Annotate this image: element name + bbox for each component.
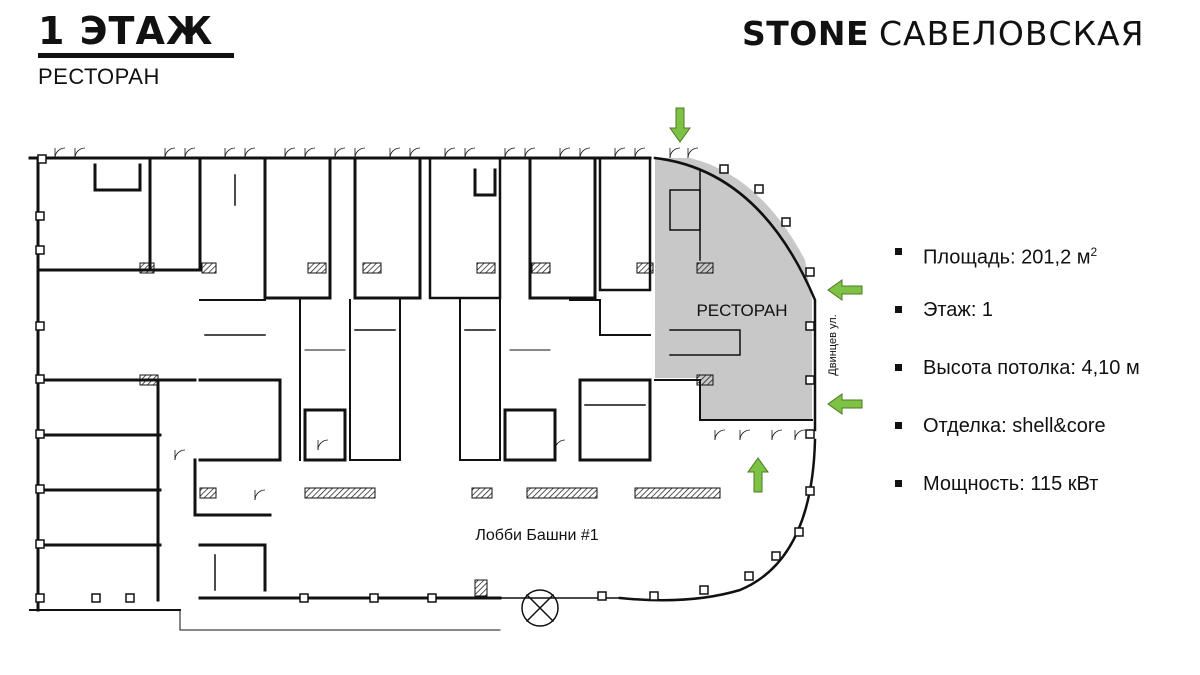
spec-finish: Отделка: shell&core [895, 412, 1140, 470]
entrance-arrow-top [669, 107, 691, 143]
spec-ceiling-height: Высота потолка: 4,10 м [895, 354, 1140, 412]
facade-mullions [35, 154, 815, 603]
lobby-label: Лобби Башни #1 [475, 527, 598, 544]
restaurant-label: РЕСТОРАН [696, 301, 787, 320]
brand-name-light: САВЕЛОВСКАЯ [879, 14, 1145, 53]
spec-finish-text: Отделка: shell&core [923, 415, 1106, 437]
spec-power-text: Мощность: 115 кВт [923, 473, 1099, 495]
spec-area-sup: 2 [1090, 245, 1098, 259]
floor-title: 1 ЭТАЖ [38, 9, 214, 53]
building-walls [28, 156, 817, 631]
bullet-icon [895, 248, 902, 255]
entrance-arrow-right-upper [827, 279, 863, 301]
entrance-arrows [669, 107, 863, 493]
entrance-arrow-bottom [747, 457, 769, 493]
spec-area-text: Площадь: 201,2 м [923, 246, 1091, 269]
spec-power: Мощность: 115 кВт [895, 470, 1140, 528]
title-underline [38, 53, 234, 58]
bullet-icon [895, 480, 902, 487]
lobby-atrium-marker [521, 589, 559, 627]
floor-subtitle: РЕСТОРАН [38, 64, 160, 89]
entrance-arrow-right-lower [827, 393, 863, 415]
spec-floor: Этаж: 1 [895, 296, 1140, 354]
bullet-icon [895, 306, 902, 313]
bullet-icon [895, 422, 902, 429]
specs-list: Площадь: 201,2 м2 Этаж: 1 Высота потолка… [895, 238, 1140, 528]
spec-floor-text: Этаж: 1 [923, 299, 994, 321]
spec-area: Площадь: 201,2 м2 [895, 238, 1140, 296]
spec-ceiling-height-text: Высота потолка: 4,10 м [923, 357, 1140, 379]
bullet-icon [895, 364, 902, 371]
street-label: Двинцев ул. [827, 314, 839, 375]
brand-name-bold: STONE [742, 14, 869, 53]
structural-columns [139, 262, 721, 597]
brand-logo: STONE САВЕЛОВСКАЯ [742, 14, 1145, 54]
